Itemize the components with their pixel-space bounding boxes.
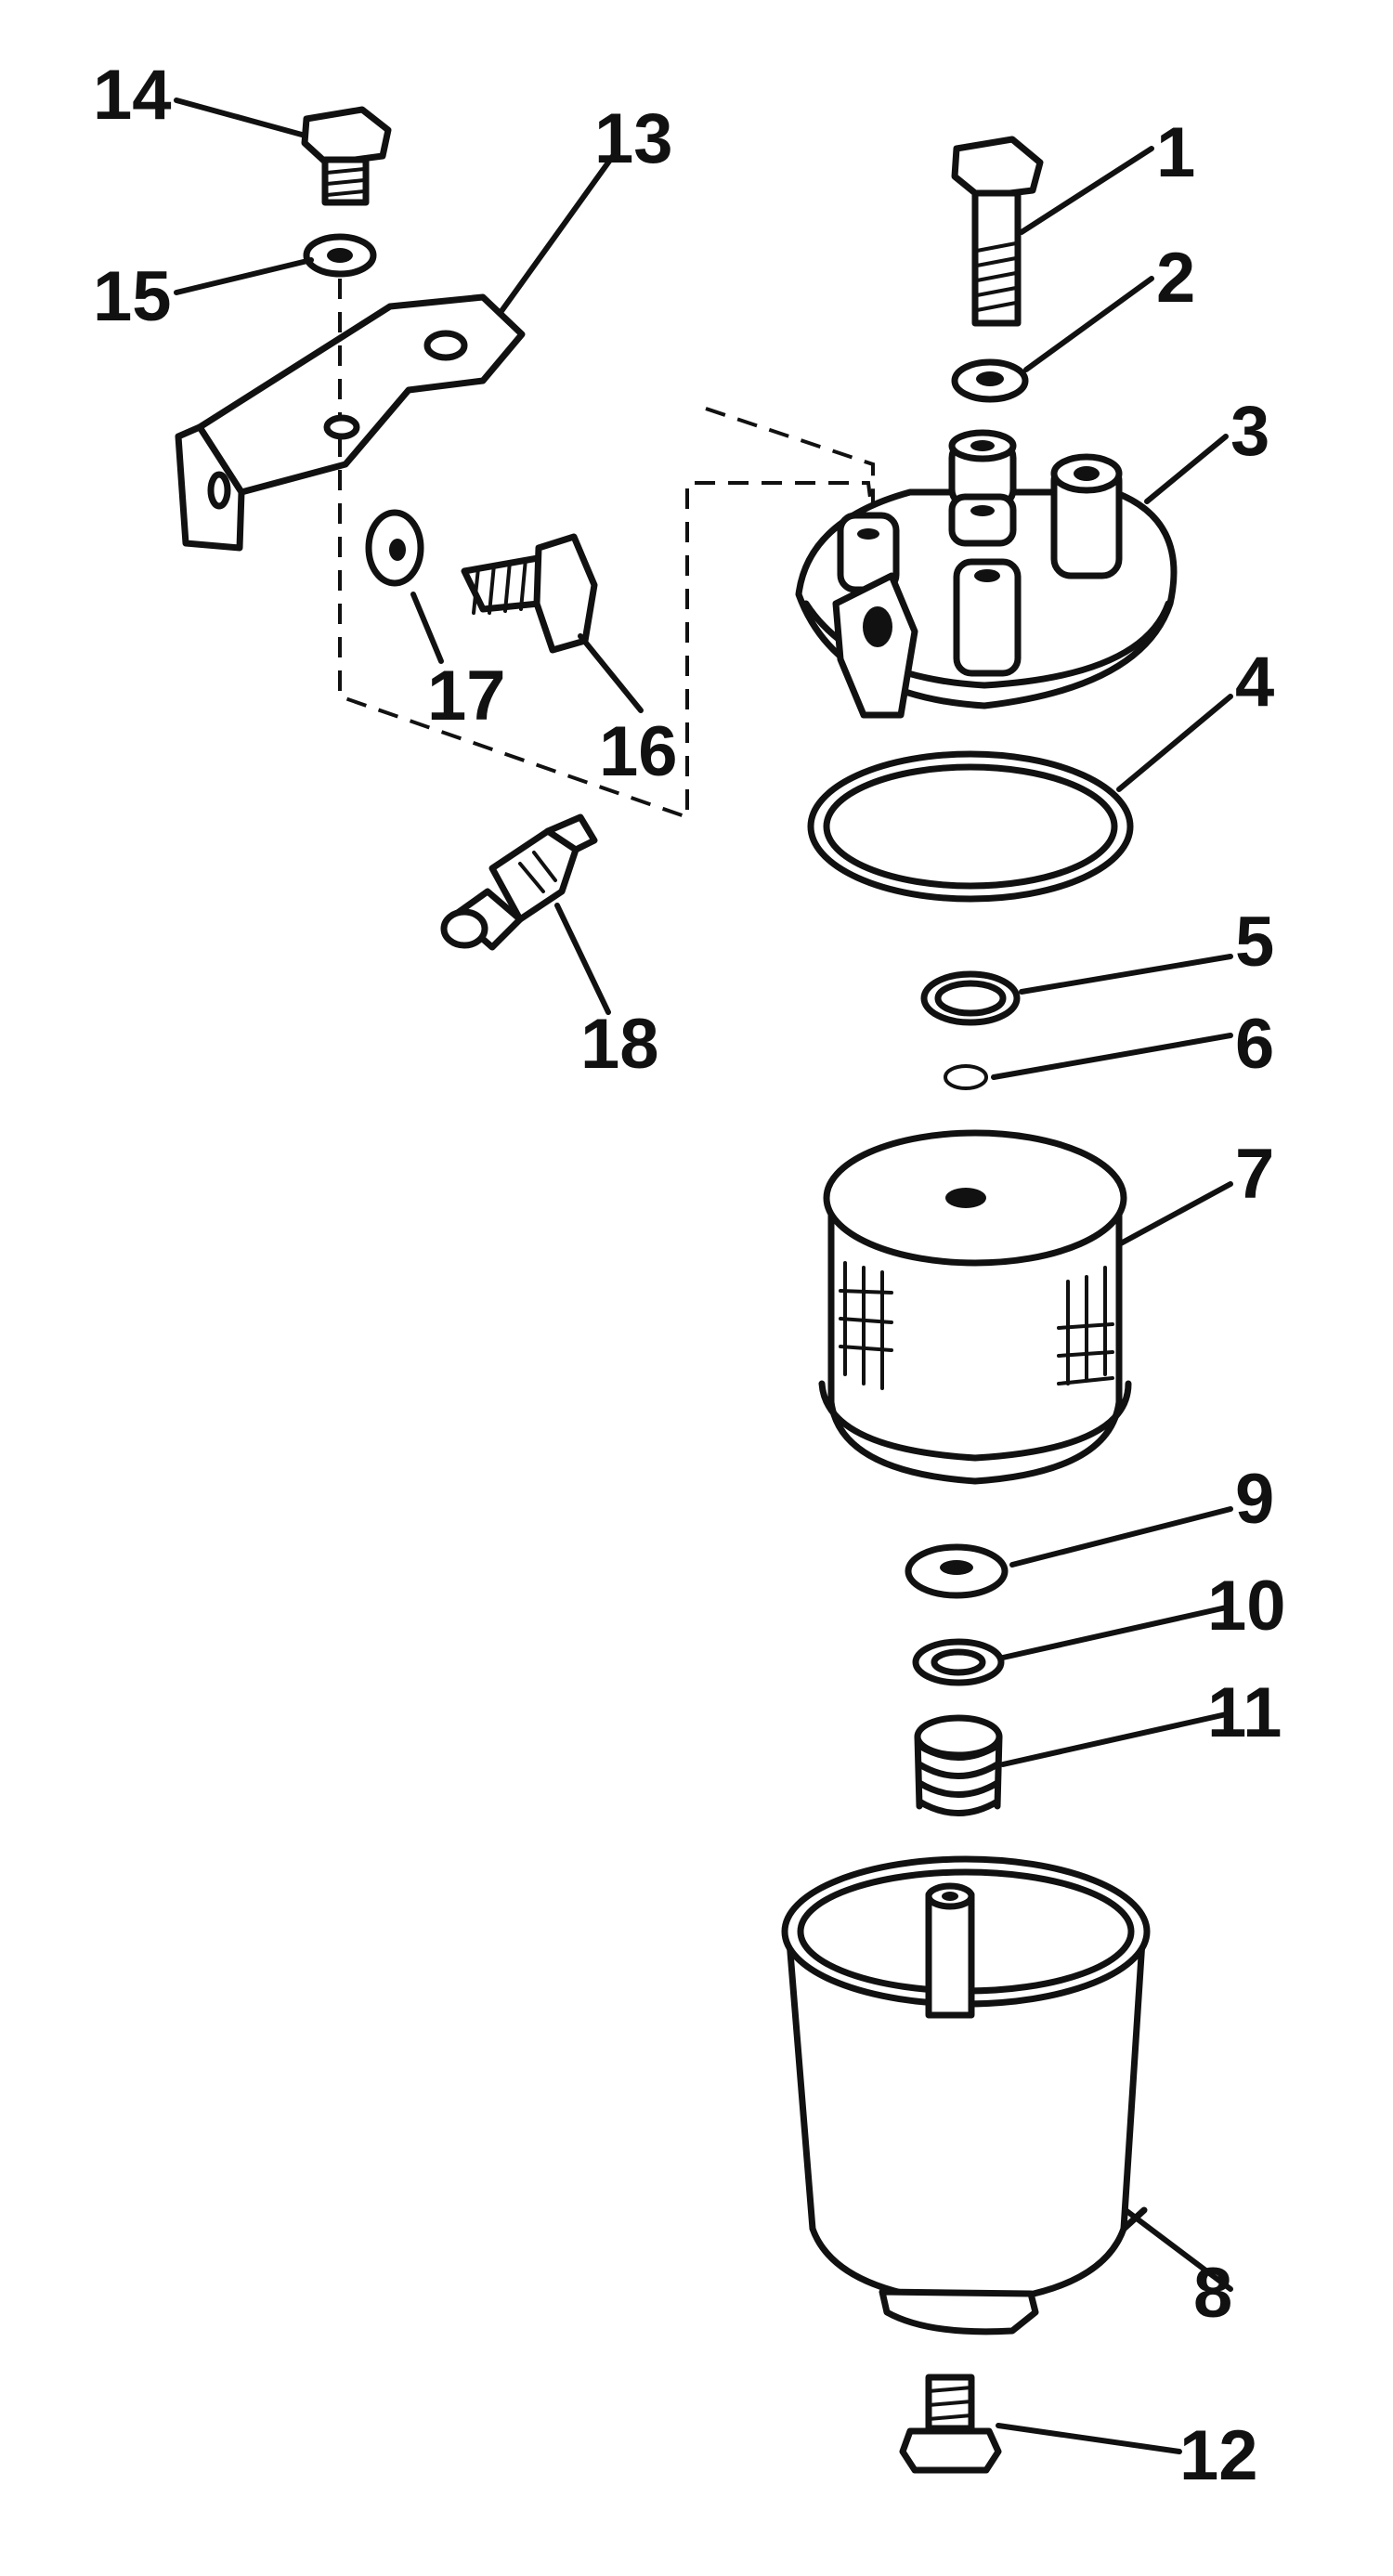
- drain-plug-part-12: [899, 2374, 1002, 2474]
- part-label-8: 8: [1193, 2254, 1232, 2333]
- part-label-11: 11: [1207, 1673, 1282, 1752]
- long-bolt-part-1: [951, 136, 1044, 327]
- screw-part-16: [461, 533, 598, 654]
- part-label-9: 9: [1235, 1460, 1274, 1539]
- washer-part-9: [905, 1543, 1009, 1599]
- part-label-14: 14: [93, 56, 172, 135]
- part-label-10: 10: [1207, 1567, 1286, 1646]
- part-label-2: 2: [1156, 239, 1195, 318]
- filter-bowl-part-8: [781, 1855, 1151, 2335]
- washer-part-17: [365, 509, 424, 587]
- leader-lines: [174, 98, 1233, 2454]
- part-label-16: 16: [599, 712, 678, 791]
- mounting-bracket-part-13: [175, 293, 526, 552]
- part-label-18: 18: [580, 1005, 659, 1084]
- o-ring-part-4: [807, 750, 1134, 903]
- seal-part-5: [920, 970, 1021, 1026]
- part-label-12: 12: [1179, 2416, 1258, 2495]
- filter-element-part-7: [818, 1129, 1132, 1485]
- alignment-line-head: [705, 407, 875, 506]
- washer-part-2: [951, 358, 1029, 403]
- lockwasher-part-15: [303, 233, 377, 278]
- part-label-6: 6: [1235, 1005, 1274, 1084]
- spring-part-11: [914, 1714, 1003, 1816]
- part-label-1: 1: [1156, 113, 1195, 192]
- part-label-17: 17: [427, 657, 506, 735]
- alignment-line-bracket: [338, 279, 875, 820]
- part-label-13: 13: [594, 99, 673, 178]
- filter-head-part-3: [795, 429, 1178, 719]
- part-label-7: 7: [1235, 1135, 1274, 1214]
- bolt-part-14: [301, 106, 392, 206]
- part-label-3: 3: [1230, 392, 1269, 471]
- small-ring-part-6: [944, 1064, 988, 1090]
- fitting-part-18: [440, 813, 598, 951]
- part-label-5: 5: [1235, 903, 1274, 982]
- part-label-4: 4: [1235, 643, 1274, 722]
- part-label-15: 15: [93, 257, 172, 336]
- seal-ring-part-10: [912, 1638, 1005, 1686]
- part-labels: 14 15 13 1 2 3 4 5 6 7 9 10 11 8 12 17 1…: [93, 56, 1286, 2495]
